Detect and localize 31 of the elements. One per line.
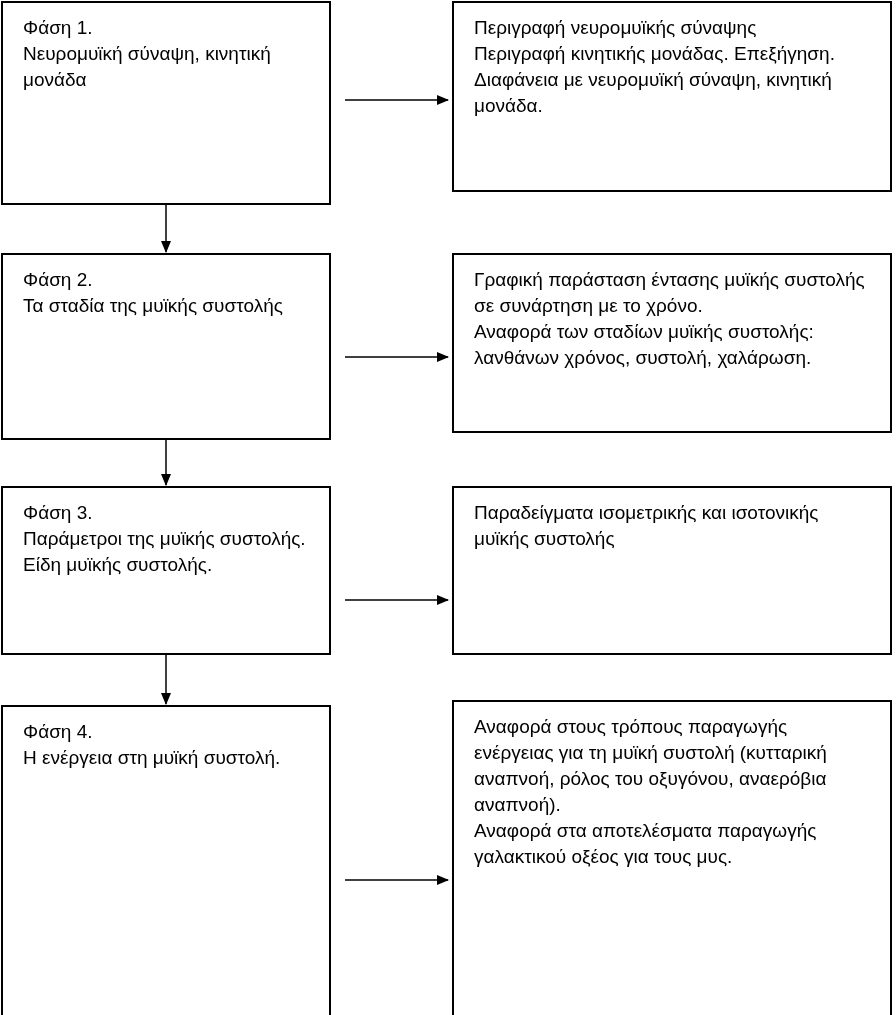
box-text: Η ενέργεια στη μυϊκή συστολή. [23, 746, 282, 770]
process-box [452, 486, 892, 655]
box-text: Αναφορά των σταδίων μυϊκής συστολής: λανθάνων χρόνος, συστολή, χαλάρωση. [474, 320, 815, 370]
box-text: Φάση 4. [23, 720, 94, 744]
arrow [161, 439, 171, 486]
process-box [1, 705, 331, 1015]
arrow [161, 654, 171, 705]
arrow [344, 595, 449, 605]
box-text: Γραφική παράσταση έντασης μυϊκής συστολής σε συνάρτηση με το χρόνο. [474, 268, 866, 318]
box-text: Παράμετροι της μυϊκής συστολής. Είδη μυϊκής συστολής. [23, 527, 307, 577]
process-box [452, 1, 892, 192]
box-text: Τα σταδία της μυϊκής συστολής [23, 294, 284, 318]
box-text: Αναφορά στα αποτελέσματα παραγωγής γαλακτικού οξέος για τους μυς. [474, 819, 818, 869]
box-text: Αναφορά στους τρόπους παραγωγής ενέργειας για τη μυϊκή συστολή (κυτταρική αναπνοή, ρόλος του οξυγόνου, αναερόβια αναπνοή). [474, 715, 828, 817]
box-text: Φάση 3. [23, 501, 94, 525]
box-text: Παραδείγματα ισομετρικής και ισοτονικής μυϊκής συστολής [474, 501, 820, 551]
process-box [452, 700, 892, 1015]
box-text: Διαφάνεια με νευρομυϊκή σύναψη, κινητική μονάδα. [474, 68, 833, 118]
arrow [344, 875, 449, 885]
process-box [1, 486, 331, 655]
box-text: Νευρομυϊκή σύναψη, κινητική μονάδα [23, 42, 272, 92]
arrow [344, 95, 449, 105]
arrow [161, 204, 171, 253]
arrow [344, 352, 449, 362]
process-box [452, 253, 892, 433]
box-text: Περιγραφή νευρομυϊκής σύναψης [474, 16, 758, 40]
process-box [1, 253, 331, 440]
process-box [1, 1, 331, 205]
box-text: Περιγραφή κινητικής μονάδας. Επεξήγηση. [474, 42, 836, 66]
box-text: Φάση 2. [23, 268, 94, 292]
box-text: Φάση 1. [23, 16, 94, 40]
